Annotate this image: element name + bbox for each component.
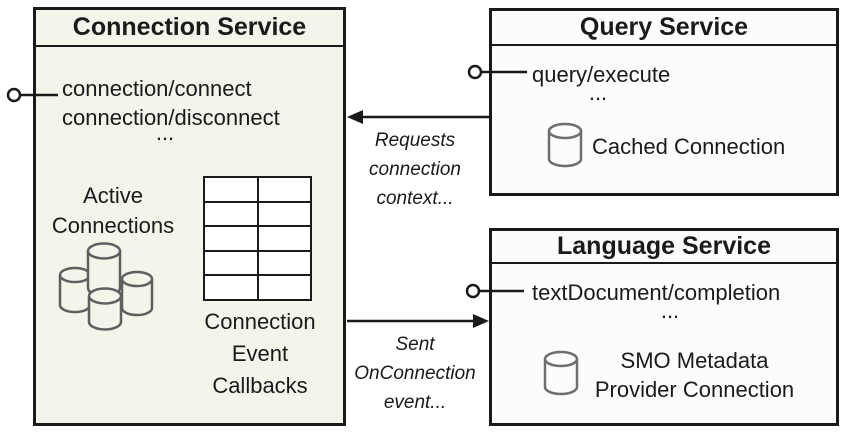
query-service-title: Query Service bbox=[492, 11, 836, 46]
sent-event-arrow bbox=[347, 314, 489, 328]
connection-service-title: Connection Service bbox=[36, 10, 343, 47]
query-execute-method: query/execute bbox=[532, 62, 671, 87]
query-service-box: Query Service bbox=[489, 8, 839, 196]
textdocument-completion-method: textDocument/completion bbox=[532, 280, 781, 305]
cached-connection-label: Cached Connection bbox=[592, 134, 786, 159]
connection-event-callbacks-label: Connection Event Callbacks bbox=[204, 309, 316, 398]
language-service-title: Language Service bbox=[492, 231, 836, 264]
requests-connection-context-label: Requests connection context... bbox=[369, 130, 461, 209]
query-methods-ellipsis: ... bbox=[588, 80, 608, 105]
connection-methods: connection/connect connection/disconnect bbox=[62, 74, 280, 132]
connection-method-disconnect: connection/disconnect bbox=[62, 105, 280, 130]
requests-connection-arrow bbox=[347, 110, 489, 124]
language-methods-ellipsis: ... bbox=[660, 298, 680, 323]
callbacks-table-icon bbox=[203, 176, 312, 301]
connection-methods-ellipsis: ... bbox=[155, 120, 175, 145]
smo-metadata-provider-connection-label: SMO Metadata Provider Connection bbox=[594, 348, 795, 402]
sent-onconnection-event-label: Sent OnConnection event... bbox=[354, 334, 476, 413]
active-connections-label: Active Connections bbox=[51, 183, 175, 238]
connection-method-connect: connection/connect bbox=[62, 76, 252, 101]
